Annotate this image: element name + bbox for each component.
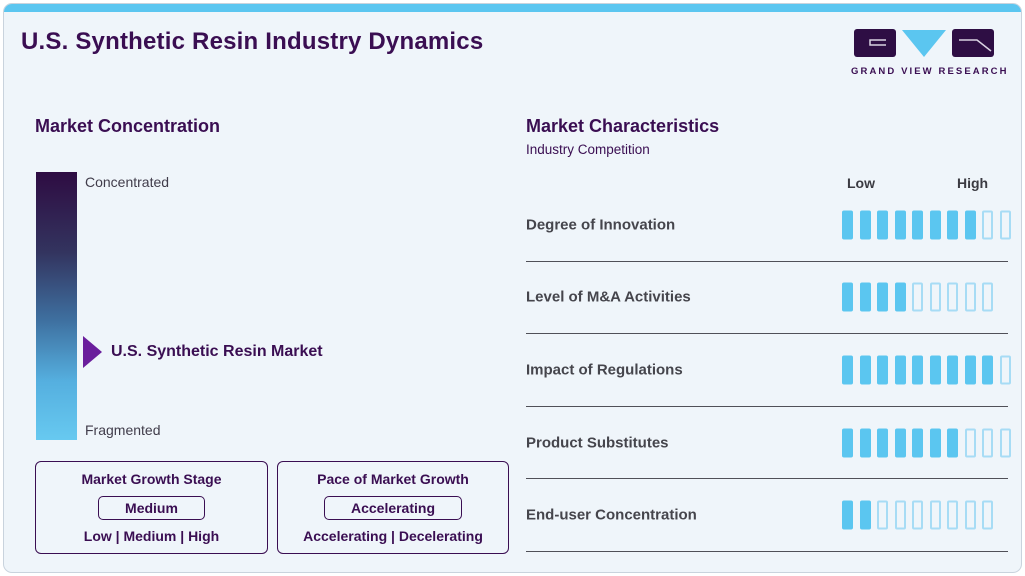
row-label: Impact of Regulations <box>526 361 683 379</box>
scale-label-low: Low <box>847 175 875 191</box>
tick-empty <box>912 282 923 312</box>
market-characteristics-heading: Market Characteristics <box>526 116 720 136</box>
tick-empty <box>982 500 993 530</box>
market-concentration-heading: Market Concentration <box>35 116 221 136</box>
row-label: Degree of Innovation <box>526 216 676 234</box>
tick-filled <box>859 500 871 530</box>
tick-empty <box>982 428 993 458</box>
tick-filled <box>859 282 871 312</box>
tick-filled <box>842 282 853 312</box>
characteristic-row: End-user Concentration <box>526 479 1008 552</box>
tick-empty <box>964 282 976 312</box>
pace-title: Pace of Market Growth <box>317 471 469 487</box>
tick-filled <box>912 428 923 458</box>
tick-filled <box>912 210 923 240</box>
growth-stage-selected-value: Medium <box>98 495 205 520</box>
tick-group <box>842 282 993 312</box>
tick-empty <box>999 428 1011 458</box>
tick-filled <box>894 428 906 458</box>
tick-filled <box>947 428 958 458</box>
tick-filled <box>982 355 993 385</box>
market-position-label: U.S. Synthetic Resin Market <box>111 343 323 360</box>
tick-empty <box>982 282 993 312</box>
tick-filled <box>842 355 853 385</box>
pace-of-growth-box: Pace of Market Growth Accelerating Accel… <box>277 461 509 554</box>
tick-filled <box>947 355 958 385</box>
tick-empty <box>999 210 1011 240</box>
characteristics-rows: Degree of Innovation Level of M&A Activi… <box>526 189 1011 552</box>
brand-logo: GRAND VIEW RESEARCH <box>851 27 1009 77</box>
pace-options: Accelerating | Decelerating <box>303 528 483 544</box>
scale-label-high: High <box>957 175 989 191</box>
characteristic-row: Product Substitutes <box>526 407 1011 480</box>
tick-empty <box>929 282 941 312</box>
tick-group <box>842 428 1011 458</box>
characteristic-row: Level of M&A Activities <box>526 262 1008 335</box>
tick-filled <box>842 500 853 530</box>
tick-empty <box>912 500 923 530</box>
row-label: Product Substitutes <box>526 434 669 452</box>
tick-empty <box>947 500 958 530</box>
tick-group <box>842 210 1011 240</box>
tick-filled <box>894 282 906 312</box>
pace-selected-value: Accelerating <box>323 495 463 520</box>
tick-filled <box>947 210 958 240</box>
tick-filled <box>964 355 976 385</box>
scale-label-fragmented: Fragmented <box>85 422 161 438</box>
tick-group <box>842 355 1011 385</box>
tick-filled <box>877 355 888 385</box>
tick-empty <box>929 500 941 530</box>
growth-stage-options: Low | Medium | High <box>83 528 220 544</box>
tick-filled <box>877 210 888 240</box>
tick-filled <box>964 210 976 240</box>
tick-filled <box>929 210 941 240</box>
tick-empty <box>964 428 976 458</box>
tick-filled <box>859 210 871 240</box>
tick-filled <box>877 282 888 312</box>
tick-filled <box>842 428 853 458</box>
tick-empty <box>947 282 958 312</box>
tick-empty <box>964 500 976 530</box>
row-label: End-user Concentration <box>526 506 697 524</box>
characteristic-row: Degree of Innovation <box>526 189 1011 262</box>
tick-filled <box>877 428 888 458</box>
infographic-card: U.S. Synthetic Resin Industry Dynamics G… <box>3 3 1022 573</box>
tick-group <box>842 500 993 530</box>
tick-filled <box>912 355 923 385</box>
tick-empty <box>894 500 906 530</box>
characteristic-row: Impact of Regulations <box>526 334 1011 407</box>
page-title: U.S. Synthetic Resin Industry Dynamics <box>21 28 484 55</box>
tick-filled <box>894 355 906 385</box>
scale-label-concentrated: Concentrated <box>85 174 170 190</box>
tick-empty <box>982 210 993 240</box>
grand-view-research-logo-icon <box>854 29 994 57</box>
tick-filled <box>929 355 941 385</box>
growth-stage-title: Market Growth Stage <box>81 471 222 487</box>
market-position-arrow-icon <box>83 336 102 368</box>
tick-empty <box>999 355 1011 385</box>
tick-filled <box>842 210 853 240</box>
industry-competition-subheading: Industry Competition <box>526 142 650 157</box>
market-growth-stage-box: Market Growth Stage Medium Low | Medium … <box>35 461 268 554</box>
concentration-gradient-bar <box>36 172 77 440</box>
top-accent-bar <box>4 4 1021 12</box>
row-label: Level of M&A Activities <box>526 288 691 306</box>
brand-logo-text: GRAND VIEW RESEARCH <box>851 66 1009 77</box>
tick-empty <box>877 500 888 530</box>
tick-filled <box>929 428 941 458</box>
tick-filled <box>859 355 871 385</box>
tick-filled <box>894 210 906 240</box>
tick-filled <box>859 428 871 458</box>
